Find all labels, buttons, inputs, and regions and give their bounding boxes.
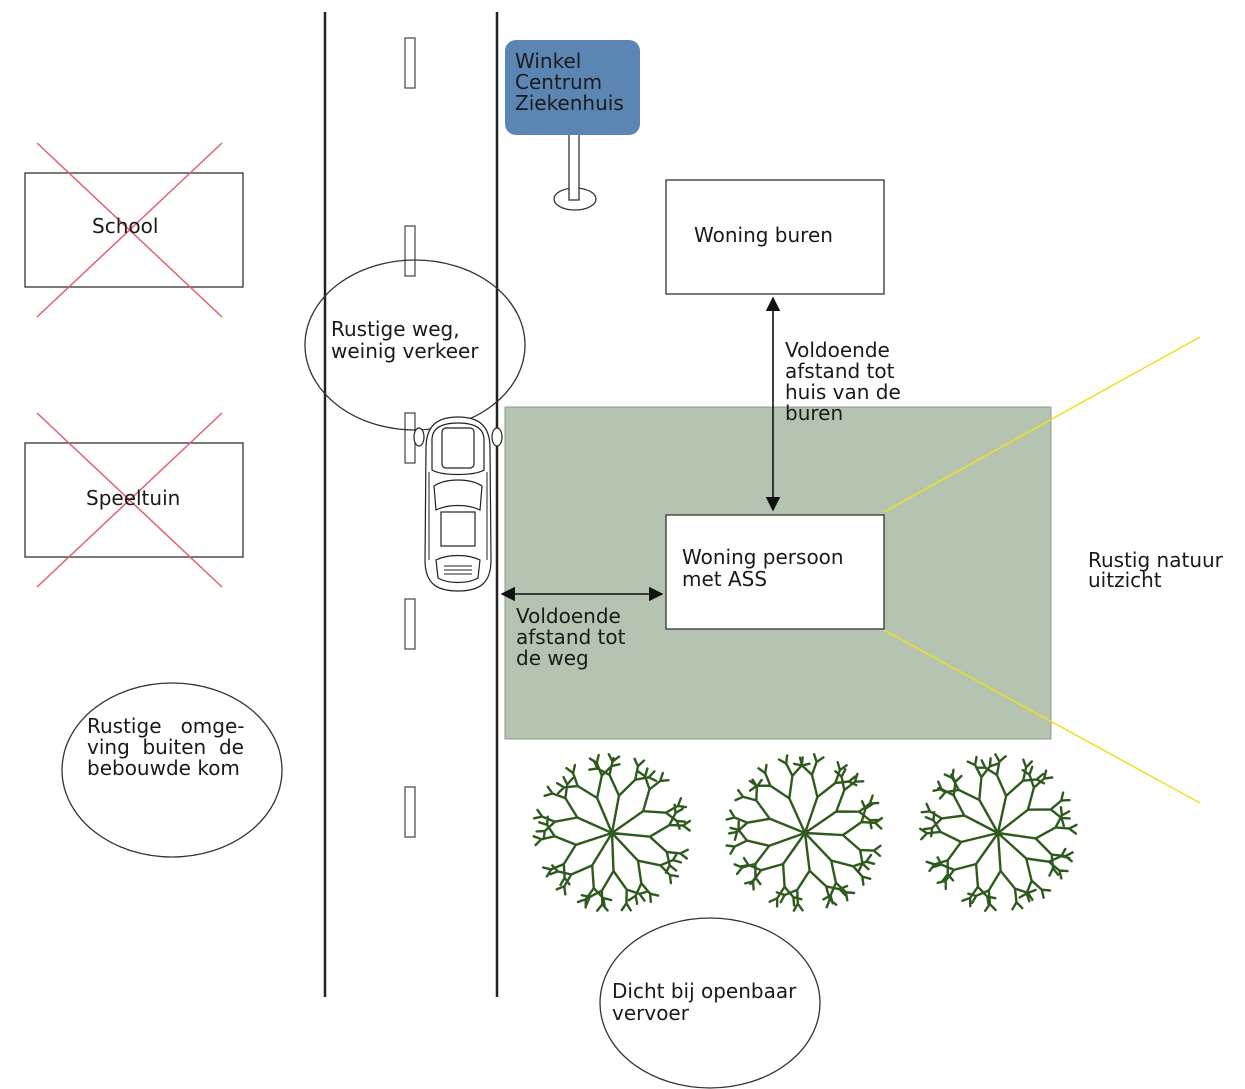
- school-box: [24, 172, 244, 288]
- surroundings-bubble: [61, 682, 283, 858]
- road-note: Rustige weg, weinig verkeer: [331, 318, 479, 362]
- main-house-line: Woning persoon: [682, 545, 844, 569]
- tree-row: [532, 753, 1078, 912]
- neighbour-distance-line: huis van de: [785, 380, 901, 404]
- neighbour-distance-note: Voldoende afstand tot huis van de buren: [785, 340, 901, 424]
- sign-post: [553, 133, 597, 211]
- road-distance-line: afstand tot: [516, 625, 626, 649]
- transport-note: Dicht bij openbaar vervoer: [612, 980, 796, 1024]
- surroundings-note: Rustige omge- ving buiten de bebouwde ko…: [87, 716, 245, 779]
- playground-cross: [36, 412, 223, 588]
- tree-icon: [919, 753, 1078, 912]
- surroundings-line: bebouwde kom: [87, 756, 240, 780]
- road-distance-note: Voldoende afstand tot de weg: [516, 606, 625, 669]
- neighbour-distance-line: afstand tot: [785, 359, 895, 383]
- sign-line: Centrum: [515, 70, 603, 94]
- view-note-line: Rustig natuur: [1088, 548, 1223, 572]
- neighbour-house-label: Woning buren: [694, 223, 833, 247]
- sign-line: Winkel: [515, 49, 582, 73]
- view-note-line: uitzicht: [1088, 568, 1162, 592]
- transport-bubble: [599, 917, 821, 1089]
- road-note-line: Rustige weg,: [331, 317, 460, 341]
- school-cross: [36, 142, 223, 318]
- road-note-bubble: [304, 259, 526, 431]
- sign-label: Winkel Centrum Ziekenhuis: [515, 51, 624, 114]
- road-distance-line: de weg: [516, 646, 589, 670]
- surroundings-line: Rustige omge-: [87, 714, 245, 738]
- road-distance-line: Voldoende: [516, 604, 621, 628]
- neighbour-distance-line: Voldoende: [785, 338, 890, 362]
- view-line-lower: [883, 629, 1201, 804]
- view-note: Rustig natuur uitzicht: [1088, 550, 1223, 590]
- neighbour-house: [665, 179, 885, 295]
- sign-line: Ziekenhuis: [515, 91, 624, 115]
- tree-icon: [532, 753, 692, 912]
- main-house-label: Woning persoon met ASS: [682, 546, 844, 590]
- direction-sign: [505, 40, 640, 135]
- playground-label: Speeltuin: [86, 486, 181, 510]
- transport-line: Dicht bij openbaar: [612, 979, 797, 1003]
- tree-icon: [725, 753, 884, 912]
- school-label: School: [92, 214, 159, 238]
- transport-line: vervoer: [612, 1001, 689, 1025]
- main-house-line: met ASS: [682, 567, 768, 591]
- view-line-upper: [883, 336, 1201, 513]
- car-icon: [413, 416, 503, 592]
- neighbour-distance-line: buren: [785, 401, 844, 425]
- playground-box: [24, 442, 244, 558]
- road-note-line: weinig verkeer: [331, 339, 479, 363]
- surroundings-line: ving buiten de: [87, 735, 244, 759]
- main-house: [665, 514, 885, 630]
